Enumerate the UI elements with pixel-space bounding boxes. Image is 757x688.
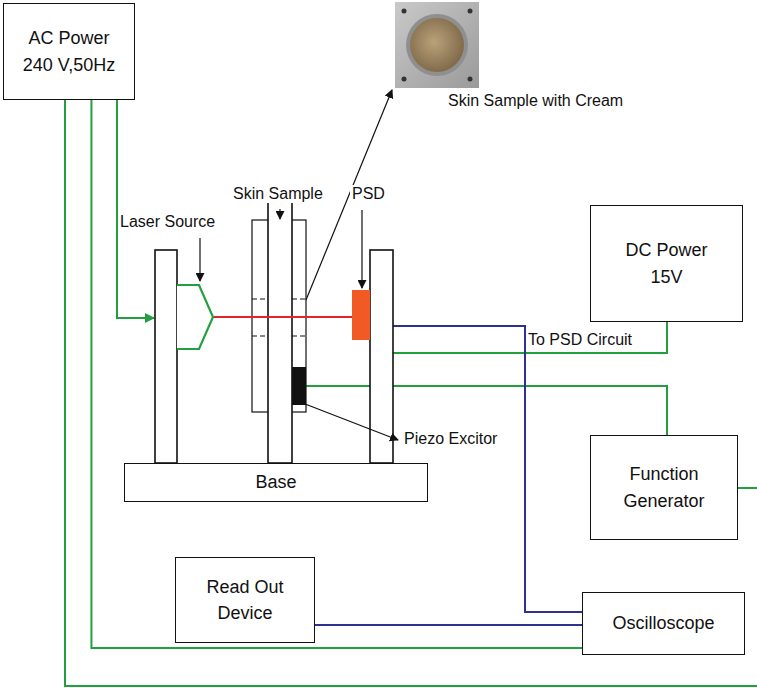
base-plate: Base xyxy=(124,463,428,502)
box-text: DC Power 15V xyxy=(619,237,714,289)
wire-connector xyxy=(91,100,582,648)
part-label: PSD xyxy=(350,185,387,203)
part-label: Piezo Excitor xyxy=(402,430,499,448)
part-label: Laser Source xyxy=(118,213,217,231)
box-text: AC Power 240 V,50Hz xyxy=(19,25,119,77)
part-label: Skin Sample xyxy=(231,185,325,203)
generator-box: Function Generator xyxy=(590,435,738,540)
power-box: AC Power 240 V,50Hz xyxy=(3,3,135,100)
box-text: Read Out Device xyxy=(195,574,295,626)
photo-caption: Skin Sample with Cream xyxy=(446,92,625,110)
wire-label: To PSD Circuit xyxy=(526,331,634,349)
power-box: DC Power 15V xyxy=(590,205,743,322)
readout-box: Read Out Device xyxy=(175,557,315,643)
box-text: Oscilloscope xyxy=(612,610,714,636)
oscilloscope-box: Oscilloscope xyxy=(582,592,745,655)
box-text: Function Generator xyxy=(609,461,719,513)
box-text: Base xyxy=(255,469,296,495)
wire-connector xyxy=(315,624,582,626)
